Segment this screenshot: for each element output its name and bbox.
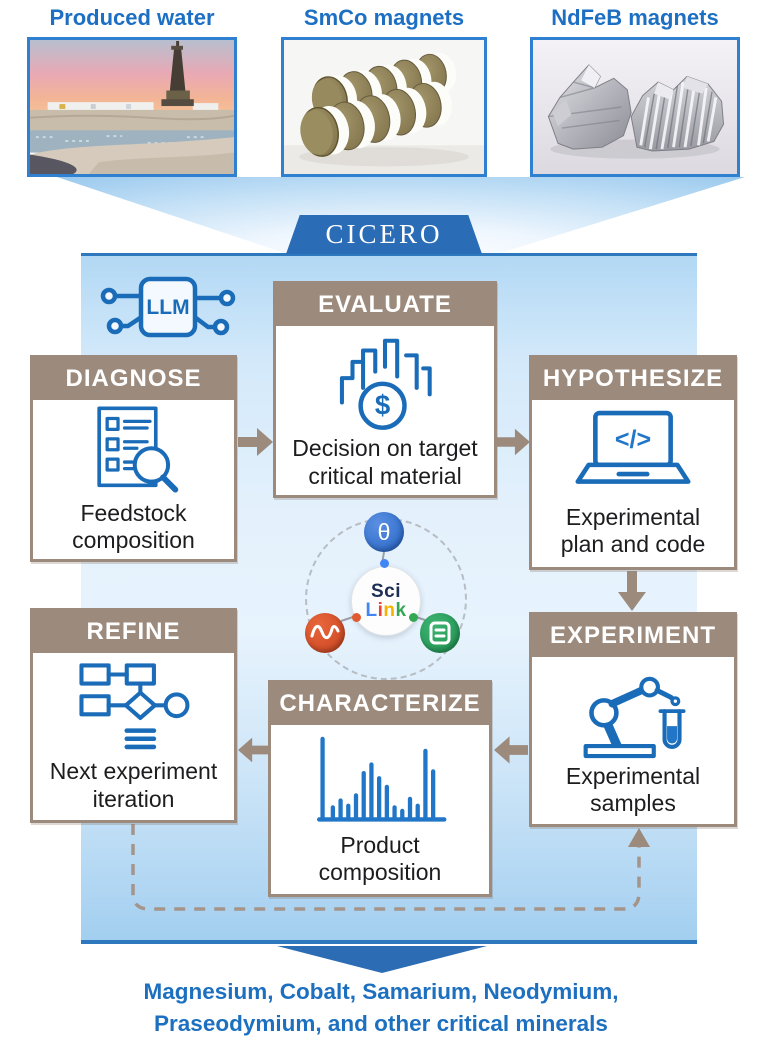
stage-box-characterize: CHARACTERIZE Product composition: [268, 680, 492, 897]
scilink-link-word: Link: [365, 601, 406, 620]
output-chevron: [277, 946, 487, 973]
llm-chip-icon: LLM: [98, 272, 238, 342]
stage-caption-hypothesize: Experimental plan and code: [560, 503, 706, 558]
footer-line2: Praseodymium, and other critical mineral…: [154, 1010, 608, 1036]
arrow-experiment-to-characterize: [494, 736, 528, 764]
feedstock-label-ndfeb: NdFeB magnets: [551, 5, 719, 30]
ndfeb-magnets-photo: [530, 37, 740, 177]
stage-caption-characterize: Product composition: [318, 831, 442, 886]
feedstock-label-produced-water: Produced water: [49, 5, 215, 30]
scilink-letter-n: n: [383, 600, 396, 621]
stage-box-evaluate: EVALUATE $ Decision on target critical m…: [273, 281, 497, 498]
theta-glyph: θ: [377, 518, 391, 545]
cost-chart-dollar-icon: $: [339, 338, 432, 430]
stage-title-characterize: CHARACTERIZE: [271, 683, 489, 725]
arrow-evaluate-to-hypothesize: [497, 428, 530, 456]
signal-wave-node: [305, 613, 345, 653]
stage-title-diagnose: DIAGNOSE: [33, 358, 234, 400]
stage-box-experiment: EXPERIMENT Experimental samples: [529, 612, 737, 827]
stage-title-hypothesize: HYPOTHESIZE: [532, 358, 734, 400]
oil-rig-sunset-image: [30, 40, 234, 174]
dollar-glyph: $: [375, 389, 390, 420]
scilink-logo: Sci Link: [351, 566, 421, 636]
feedstock-label-smco: SmCo magnets: [303, 5, 465, 30]
arrow-hypothesize-to-experiment: [618, 571, 646, 611]
spectrum-bars-icon: [317, 736, 447, 822]
footer-line1: Magnesium, Cobalt, Samarium, Neodymium,: [143, 979, 619, 1004]
arrow-diagnose-to-evaluate: [238, 428, 273, 456]
sine-wave-icon: [310, 625, 340, 640]
stage-box-hypothesize: HYPOTHESIZE </> Experimental plan and co…: [529, 355, 737, 570]
flowchart-icon: [78, 662, 189, 749]
smco-disc-magnets-image: [284, 40, 484, 174]
scilink-letter-L: L: [365, 600, 378, 621]
produced-water-photo: [27, 37, 237, 177]
scilink-logo-sci: Sci: [370, 580, 402, 602]
ndfeb-metal-chunks-image: [533, 40, 737, 174]
notes-doc-node: [420, 613, 460, 653]
stage-box-refine: REFINE Next experiment: [30, 608, 237, 823]
stage-caption-experiment: Experimental samples: [565, 762, 701, 817]
checklist-magnifier-icon: [96, 406, 178, 493]
robot-arm-testtube-icon: [583, 676, 686, 759]
scilink-letter-k: k: [395, 600, 407, 621]
scilink-letter-i: i: [377, 600, 384, 621]
smco-magnets-photo: [281, 37, 487, 177]
hub-dot-blue: [380, 559, 389, 568]
cicero-banner: CICERO: [286, 215, 482, 254]
scilink-hub: θ Sci Link: [300, 512, 470, 682]
stage-title-refine: REFINE: [33, 611, 234, 653]
code-glyph: </>: [615, 425, 651, 453]
simulation-theta-node: θ: [364, 512, 404, 552]
stage-title-evaluate: EVALUATE: [276, 284, 494, 326]
stage-caption-refine: Next experiment iteration: [49, 758, 218, 812]
critical-minerals-caption: Magnesium, Cobalt, Samarium, Neodymium, …: [0, 976, 762, 1040]
hub-dot-green: [409, 613, 418, 622]
stage-caption-diagnose: Feedstock composition: [72, 499, 195, 554]
hub-dot-orange: [352, 613, 361, 622]
arrow-characterize-to-refine: [238, 736, 269, 764]
stage-box-diagnose: DIAGNOSE Feedstock composition: [30, 355, 237, 562]
stage-caption-evaluate: Decision on target critical material: [292, 435, 478, 489]
cicero-title: CICERO: [325, 219, 443, 249]
document-list-icon: [429, 621, 451, 645]
llm-chip-label: LLM: [146, 296, 189, 319]
laptop-code-icon: </>: [575, 410, 691, 484]
stage-title-experiment: EXPERIMENT: [532, 615, 734, 657]
